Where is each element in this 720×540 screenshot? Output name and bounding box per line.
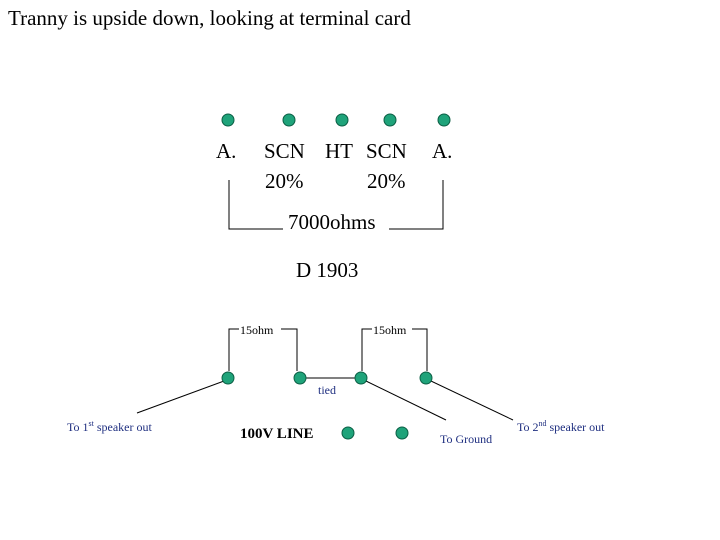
terminal-scn-right	[383, 113, 397, 127]
label-impedance-right: 15ohm	[373, 323, 407, 337]
terminal-sec-3	[354, 371, 368, 385]
terminal-a-right	[437, 113, 451, 127]
label-a-left: A.	[216, 139, 236, 163]
label-scn-left: SCN	[264, 139, 305, 163]
label-tied: tied	[318, 383, 336, 397]
label-speaker1: To 1st speaker out	[67, 419, 152, 434]
lead-speaker2	[430, 380, 514, 421]
label-ht: HT	[325, 139, 353, 163]
terminal-sec-4	[419, 371, 433, 385]
label-impedance-left: 15ohm	[240, 323, 274, 337]
lead-ground	[365, 380, 447, 421]
terminal-line-1	[341, 426, 355, 440]
leads	[136, 380, 514, 421]
label-speaker2: To 2nd speaker out	[517, 419, 605, 434]
primary-bracket	[228, 180, 444, 230]
terminal-sec-1	[221, 371, 235, 385]
terminal-line-2	[395, 426, 409, 440]
label-scn-right: SCN	[366, 139, 407, 163]
secondary-terminals	[221, 371, 433, 440]
label-a-right: A.	[432, 139, 452, 163]
label-model: D 1903	[296, 258, 358, 282]
label-line: 100V LINE	[240, 426, 314, 442]
primary-terminals	[221, 113, 451, 127]
secondary-brackets	[228, 328, 428, 379]
label-impedance-primary: 7000ohms	[288, 210, 376, 234]
label-ground: To Ground	[440, 432, 492, 446]
terminal-ht	[335, 113, 349, 127]
label-tap-left: 20%	[265, 169, 304, 193]
page-title: Tranny is upside down, looking at termin…	[8, 6, 411, 30]
terminal-a-left	[221, 113, 235, 127]
terminal-scn-left	[282, 113, 296, 127]
terminal-sec-2	[293, 371, 307, 385]
lead-speaker1	[136, 380, 225, 414]
label-tap-right: 20%	[367, 169, 406, 193]
